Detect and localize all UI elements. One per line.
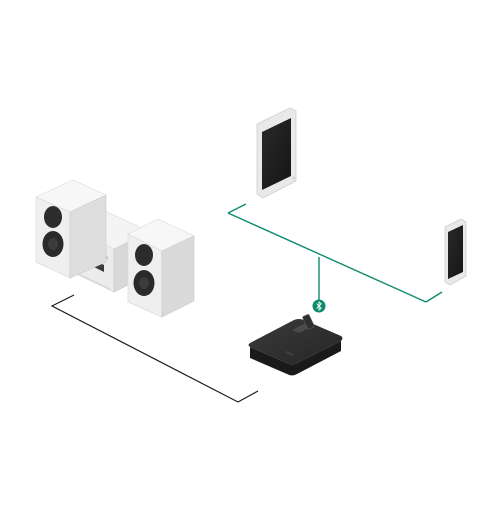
link-tablet-drop <box>227 203 247 214</box>
tablet-screen <box>262 118 291 190</box>
bluetooth-badge <box>312 299 326 313</box>
wireless-links <box>227 203 443 303</box>
link-phone-drop <box>425 291 443 303</box>
bluetooth-icon <box>316 301 322 311</box>
left-speaker <box>35 179 107 279</box>
left-tweeter <box>44 206 62 228</box>
smartphone-screen <box>448 225 463 279</box>
right-speaker <box>127 218 195 318</box>
wired-cable <box>50 294 259 403</box>
smartphone-icon <box>444 218 467 286</box>
link-main-line <box>227 212 427 303</box>
right-tweeter <box>135 244 153 266</box>
tablet-icon <box>256 107 297 199</box>
stereo-system <box>35 179 195 318</box>
bluetooth-receiver-icon <box>248 314 343 376</box>
